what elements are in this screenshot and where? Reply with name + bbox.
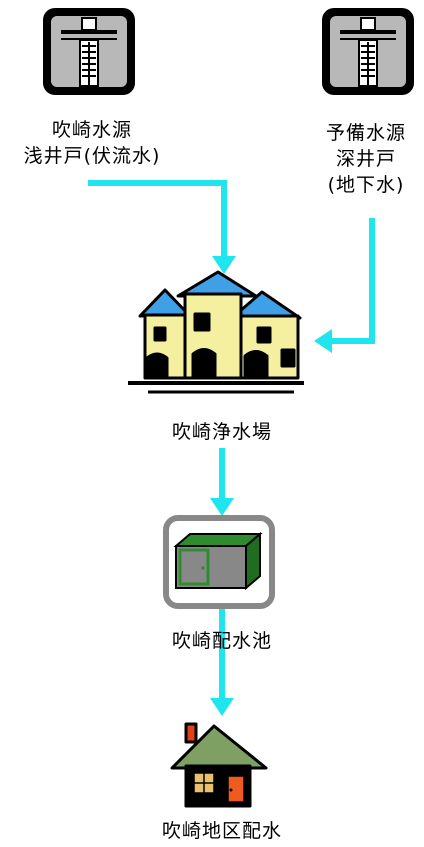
water-treatment-plant-icon [128, 270, 304, 394]
deep-well-name: 予備水源 [325, 122, 406, 144]
arrow-deep-to-plant [330, 218, 375, 344]
shallow-well-label: 吹崎水源 浅井戸(伏流水) [2, 117, 182, 169]
arrow-head-down-1 [212, 256, 236, 274]
reservoir-label: 吹崎配水池 [171, 630, 272, 652]
arrow-head-down-2 [210, 498, 234, 516]
shallow-well-name: 吹崎水源 [51, 119, 132, 141]
shallow-well-type: 浅井戸(伏流水) [23, 145, 161, 167]
deep-well-source: (地下水) [327, 174, 405, 196]
district-label: 吹崎地区配水 [161, 820, 282, 842]
arrow-head-down-3 [210, 698, 234, 716]
house-icon [170, 722, 268, 808]
deep-well-type: 深井戸 [335, 148, 396, 170]
arrow-shallow-to-plant [88, 180, 227, 258]
deep-well-label: 予備水源 深井戸 (地下水) [308, 120, 424, 198]
reservoir-tank-icon [163, 515, 275, 609]
shallow-well-icon [43, 8, 135, 95]
deep-well-icon [322, 8, 414, 95]
plant-label: 吹崎浄水場 [171, 421, 272, 443]
arrow-head-left [314, 329, 332, 353]
